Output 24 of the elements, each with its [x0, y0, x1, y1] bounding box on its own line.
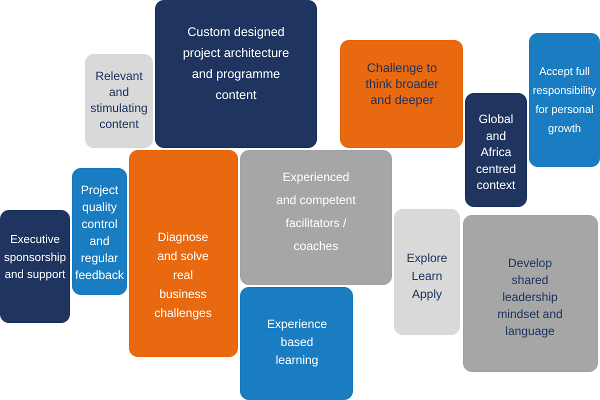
tile-label: Global and Africa centred context — [476, 112, 516, 192]
info-tile — [529, 33, 600, 167]
info-tile — [394, 209, 460, 335]
tile-label: Custom designed project architecture and programme content — [182, 25, 290, 102]
tile-label: Relevant and stimulating content — [90, 69, 148, 131]
info-tile — [85, 54, 153, 148]
info-tile — [72, 168, 127, 295]
tile-label: Explore Learn Apply — [406, 251, 448, 301]
info-tile — [155, 0, 317, 148]
tile-label: Accept full responsibility for personal growth — [532, 66, 596, 135]
tile-label: Experienced and competent facilitators / coaches — [276, 170, 356, 253]
tile-label: Experience based learning — [266, 317, 328, 367]
tile-label: Executive sponsorship and support — [4, 234, 66, 281]
info-tile — [240, 150, 392, 285]
info-tile — [240, 287, 353, 400]
tile-label: Develop shared leadership mindset and language — [497, 256, 563, 338]
tile-label: Diagnose and solve real business challenges — [154, 230, 212, 320]
tile-label: Challenge to think broader and deeper — [366, 61, 438, 107]
info-tile — [0, 210, 70, 323]
tile-label: Project quality control and regular feedback — [75, 183, 124, 282]
info-tile — [463, 215, 598, 372]
info-tile — [340, 40, 463, 148]
info-tile — [465, 93, 527, 207]
info-tile — [129, 150, 238, 357]
